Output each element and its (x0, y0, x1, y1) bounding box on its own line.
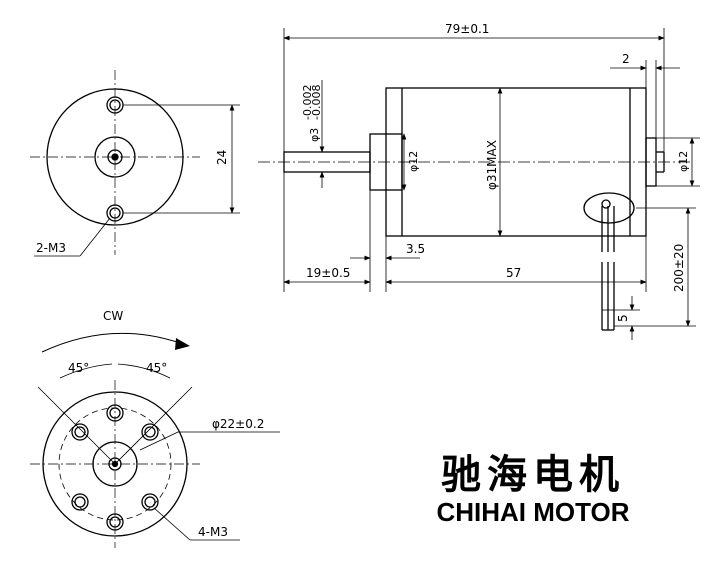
rear-hole-lower-left (71, 493, 89, 511)
boss-length-label: 3.5 (406, 242, 425, 256)
brand-name-english: CHIHAI MOTOR (436, 497, 630, 527)
side-view (258, 28, 700, 340)
strip-length-label: 5 (616, 314, 630, 322)
brand-name-chinese: 驰海电机 (441, 452, 625, 498)
front-holes-label: 2-M3 (36, 241, 66, 255)
overall-length-label: 79±0.1 (445, 22, 489, 36)
terminal-tab (583, 192, 635, 224)
shaft-dia-label: φ3 (308, 128, 321, 142)
angle-left-label: 45° (68, 361, 89, 375)
angle-right-label: 45° (146, 361, 167, 375)
rear-hole-upper-left (71, 423, 89, 441)
rear-hole-upper-right (141, 423, 159, 441)
body-dia-label: φ31MAX (485, 140, 499, 190)
rear-view (30, 332, 280, 548)
rear-hole-lower-right (141, 493, 159, 511)
rear-holes-label: 4-M3 (198, 525, 228, 539)
rotation-arc (41, 332, 189, 353)
front-boss-dia-label: φ12 (407, 151, 420, 172)
rotation-label: CW (103, 309, 123, 323)
lead-length-label: 200±20 (672, 244, 686, 292)
shaft-length-label: 19±0.5 (306, 266, 350, 280)
rear-boss-dia-label: φ12 (677, 151, 690, 172)
body-length-label: 57 (506, 266, 521, 280)
shaft-dia-tol-bottom: -0.008 (310, 85, 323, 120)
shaft-dia-tol-top: -0.002 (301, 85, 314, 120)
flange-thickness-label: 2 (622, 52, 630, 66)
hole-spacing-label: 24 (215, 150, 229, 165)
pcd-label: φ22±0.2 (212, 417, 264, 431)
front-view (30, 70, 240, 257)
